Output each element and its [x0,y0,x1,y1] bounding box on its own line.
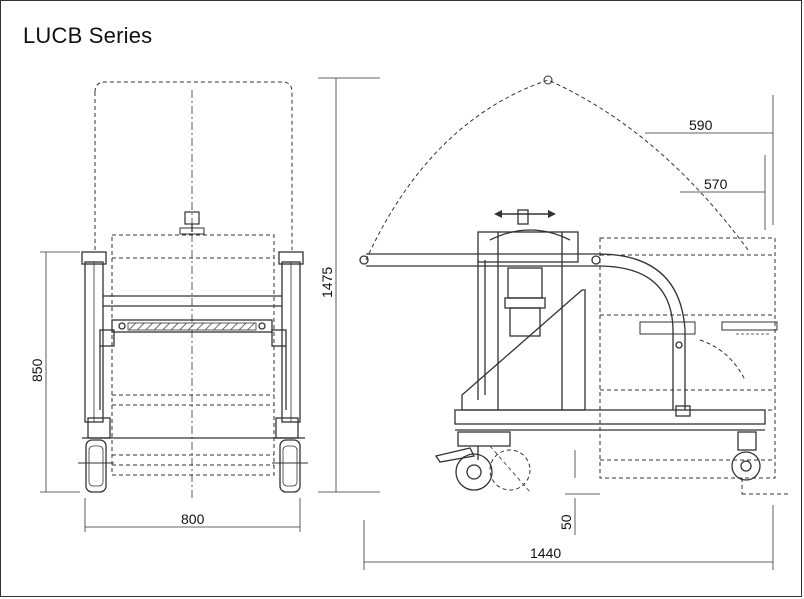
front-dimensions [40,77,380,532]
swing-arc [365,79,749,261]
rear-caster [731,451,761,481]
front-view [78,81,308,500]
dim-ground-clearance: 50 [558,514,574,530]
side-dimensions [363,95,774,570]
raised-outline [94,81,293,250]
brake-pedal [434,447,475,463]
dim-height-overall: 1475 [319,267,335,298]
dim-height-front: 850 [29,358,45,382]
clamp-bar [111,319,273,333]
drawing-title: LUCB Series [23,23,153,48]
lift-head [477,231,579,263]
drum-outline [111,234,275,476]
dim-top-reach: 590 [689,117,713,133]
side-view [359,75,790,495]
drum-side-outline [599,237,790,495]
dim-top-reach-inner: 570 [704,176,728,192]
dim-width-front: 800 [181,511,205,527]
dim-length-overall: 1440 [530,545,561,561]
top-knob-side [517,209,529,225]
right-wheel [279,439,301,493]
curved-handle [597,253,686,410]
left-wheel [85,439,107,493]
base-plate [454,409,766,425]
front-caster [455,453,493,491]
